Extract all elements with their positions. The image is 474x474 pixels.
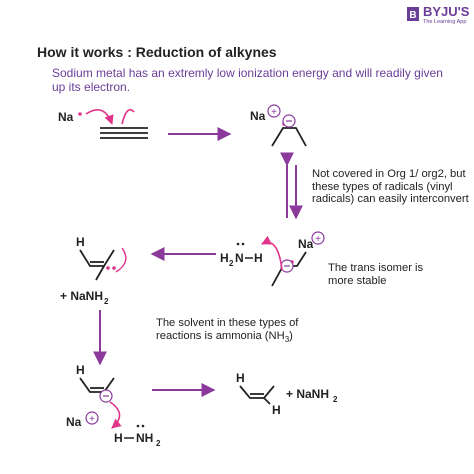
- plus-charge-circle-2: [267, 104, 281, 118]
- plus-charge-circle-5: [85, 411, 99, 425]
- plus-charge-sign-5: +: [89, 414, 95, 425]
- nh2-sub-5: 2: [156, 439, 161, 448]
- alkyne-triple-bond: [100, 127, 148, 139]
- h-label-4: H: [76, 235, 85, 249]
- curly-arrow-3: [261, 235, 283, 271]
- h2n-n: N: [235, 251, 244, 265]
- na-label-1: Na: [58, 110, 74, 124]
- plus-charge-sign-3: +: [315, 234, 321, 245]
- curly-arrow-5: [109, 401, 122, 429]
- vinyl-anion-skeleton: [79, 377, 115, 393]
- h-label-product-1: H: [236, 371, 245, 385]
- na-label-2: Na: [250, 109, 266, 123]
- curly-arrow-1: [85, 108, 114, 125]
- solvent-note-close: ): [289, 329, 293, 342]
- vinyl-radical-skeleton: [79, 249, 115, 267]
- na-label-5: Na: [66, 415, 82, 429]
- h-label-5b: H: [114, 431, 123, 445]
- nanh2-sub-4: 2: [104, 297, 109, 306]
- brand-tagline: The Learning App: [423, 19, 467, 25]
- product-h-bond: [263, 397, 271, 405]
- intro-text: Sodium metal has an extremly low ionizat…: [52, 66, 443, 94]
- lone-pair-dot-1: [236, 242, 240, 246]
- radical-dot-4b: [112, 266, 116, 270]
- nanh2-prefix-product: + NaNH: [286, 387, 329, 401]
- nanh2-prefix-4: + NaNH: [60, 289, 103, 303]
- nanh2-sub-product: 2: [333, 395, 338, 404]
- vinyl-methyl-bond: [95, 265, 105, 281]
- fishhook-arrow-1: [121, 108, 135, 125]
- h2n-sub: 2: [229, 259, 234, 268]
- solvent-note-text: The solvent in these types of reactions …: [156, 317, 299, 342]
- solvent-note-subscript: 3: [284, 334, 290, 344]
- nh-label-5: NH: [136, 431, 153, 445]
- lone-pair-dot-3: [136, 424, 140, 428]
- h-label-5: H: [76, 363, 85, 377]
- fishhook-arrow-4: [115, 247, 127, 273]
- brand-name: BYJU'S: [423, 4, 470, 19]
- radical-anion-skeleton: [271, 127, 307, 147]
- plus-charge-circle-3: [311, 231, 325, 245]
- radical-dot-4: [106, 266, 110, 270]
- interconvert-note: Not covered in Org 1/ org2, but these ty…: [312, 168, 469, 205]
- lone-pair-dot-4: [141, 424, 145, 428]
- h2n-h-left: H: [220, 251, 229, 265]
- h2n-h-right: H: [254, 251, 263, 265]
- na-electron-dot: [78, 112, 82, 116]
- trans-note: The trans isomer is more stable: [328, 262, 424, 287]
- plus-charge-sign-2: +: [271, 107, 277, 118]
- lone-pair-dot-2: [241, 242, 245, 246]
- product-skeleton: [239, 385, 275, 399]
- page-title: How it works : Reduction of alkynes: [37, 44, 277, 60]
- na-label-3: Na: [298, 237, 314, 251]
- solvent-note: The solvent in these types of reactions …: [156, 317, 306, 346]
- svg-text:B: B: [409, 10, 416, 21]
- h-label-product-2: H: [272, 403, 281, 417]
- byjus-logo-icon: B: [407, 7, 419, 21]
